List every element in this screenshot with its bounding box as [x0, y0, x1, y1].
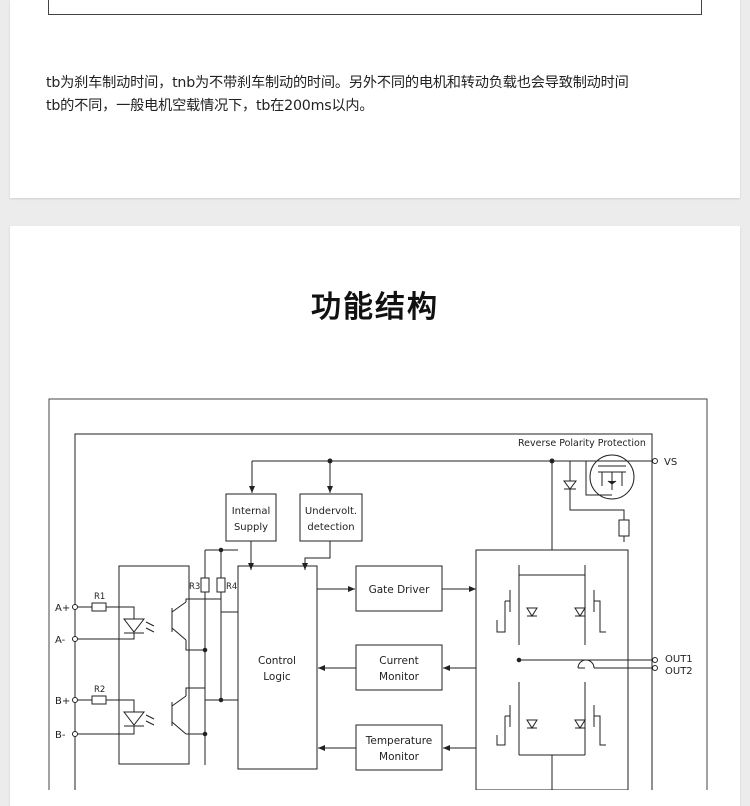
temperature-monitor-box: [355, 724, 443, 771]
control-logic-box: [237, 565, 318, 770]
input-b-minus: B-: [55, 730, 66, 741]
protection-mosfet: [589, 454, 635, 500]
temperature-monitor-label-2: Monitor: [379, 751, 420, 763]
current-monitor-label-2: Monitor: [379, 671, 420, 683]
output-out2: OUT2: [665, 666, 693, 677]
control-logic-label-2: Logic: [263, 671, 291, 683]
h-bridge-switches: [496, 565, 606, 790]
input-a-minus: A-: [55, 635, 66, 646]
resistor-r2-label: R2: [94, 685, 105, 695]
section-title: 功能结构: [311, 290, 439, 325]
output-out1: OUT1: [665, 654, 693, 665]
internal-supply-label-1: Internal: [232, 506, 271, 517]
control-logic-label-1: Control: [258, 655, 296, 667]
resistor-r4-label: R4: [226, 582, 237, 592]
description-card: tb为刹车制动时间，tnb为不带刹车制动的时间。另外不同的电机和转动负载也会导致…: [10, 0, 740, 198]
gate-driver-label: Gate Driver: [369, 584, 430, 596]
input-b-plus: B+: [55, 696, 70, 707]
current-monitor-label-1: Current: [379, 655, 418, 667]
undervolt-detection-box: [299, 493, 363, 542]
vs-label: VS: [664, 457, 677, 468]
reverse-polarity-label: Reverse Polarity Protection: [518, 438, 646, 449]
h-bridge-box: [475, 549, 629, 790]
resistor-r3-label: R3: [189, 582, 200, 592]
temperature-monitor-label-1: Temperature: [365, 735, 433, 747]
function-structure-card: 功能结构: [10, 226, 740, 806]
device-boundary: [74, 433, 653, 790]
previous-figure-frame: [48, 0, 702, 15]
input-a-plus: A+: [55, 603, 70, 614]
description-line-2: tb的不同，一般电机空载情况下，tb在200ms以内。: [46, 98, 374, 114]
description-line-1: tb为刹车制动时间，tnb为不带刹车制动的时间。另外不同的电机和转动负载也会导致…: [46, 75, 629, 91]
outer-frame: [48, 398, 708, 790]
undervolt-label-1: Undervolt.: [305, 506, 357, 517]
resistor-r1-label: R1: [94, 592, 105, 602]
internal-supply-box: [225, 493, 277, 542]
description-paragraph: tb为刹车制动时间，tnb为不带刹车制动的时间。另外不同的电机和转动负载也会导致…: [46, 72, 726, 118]
internal-supply-label-2: Supply: [234, 522, 268, 533]
undervolt-label-2: detection: [307, 522, 354, 533]
current-monitor-box: [355, 644, 443, 691]
optocoupler-box: [118, 565, 190, 765]
